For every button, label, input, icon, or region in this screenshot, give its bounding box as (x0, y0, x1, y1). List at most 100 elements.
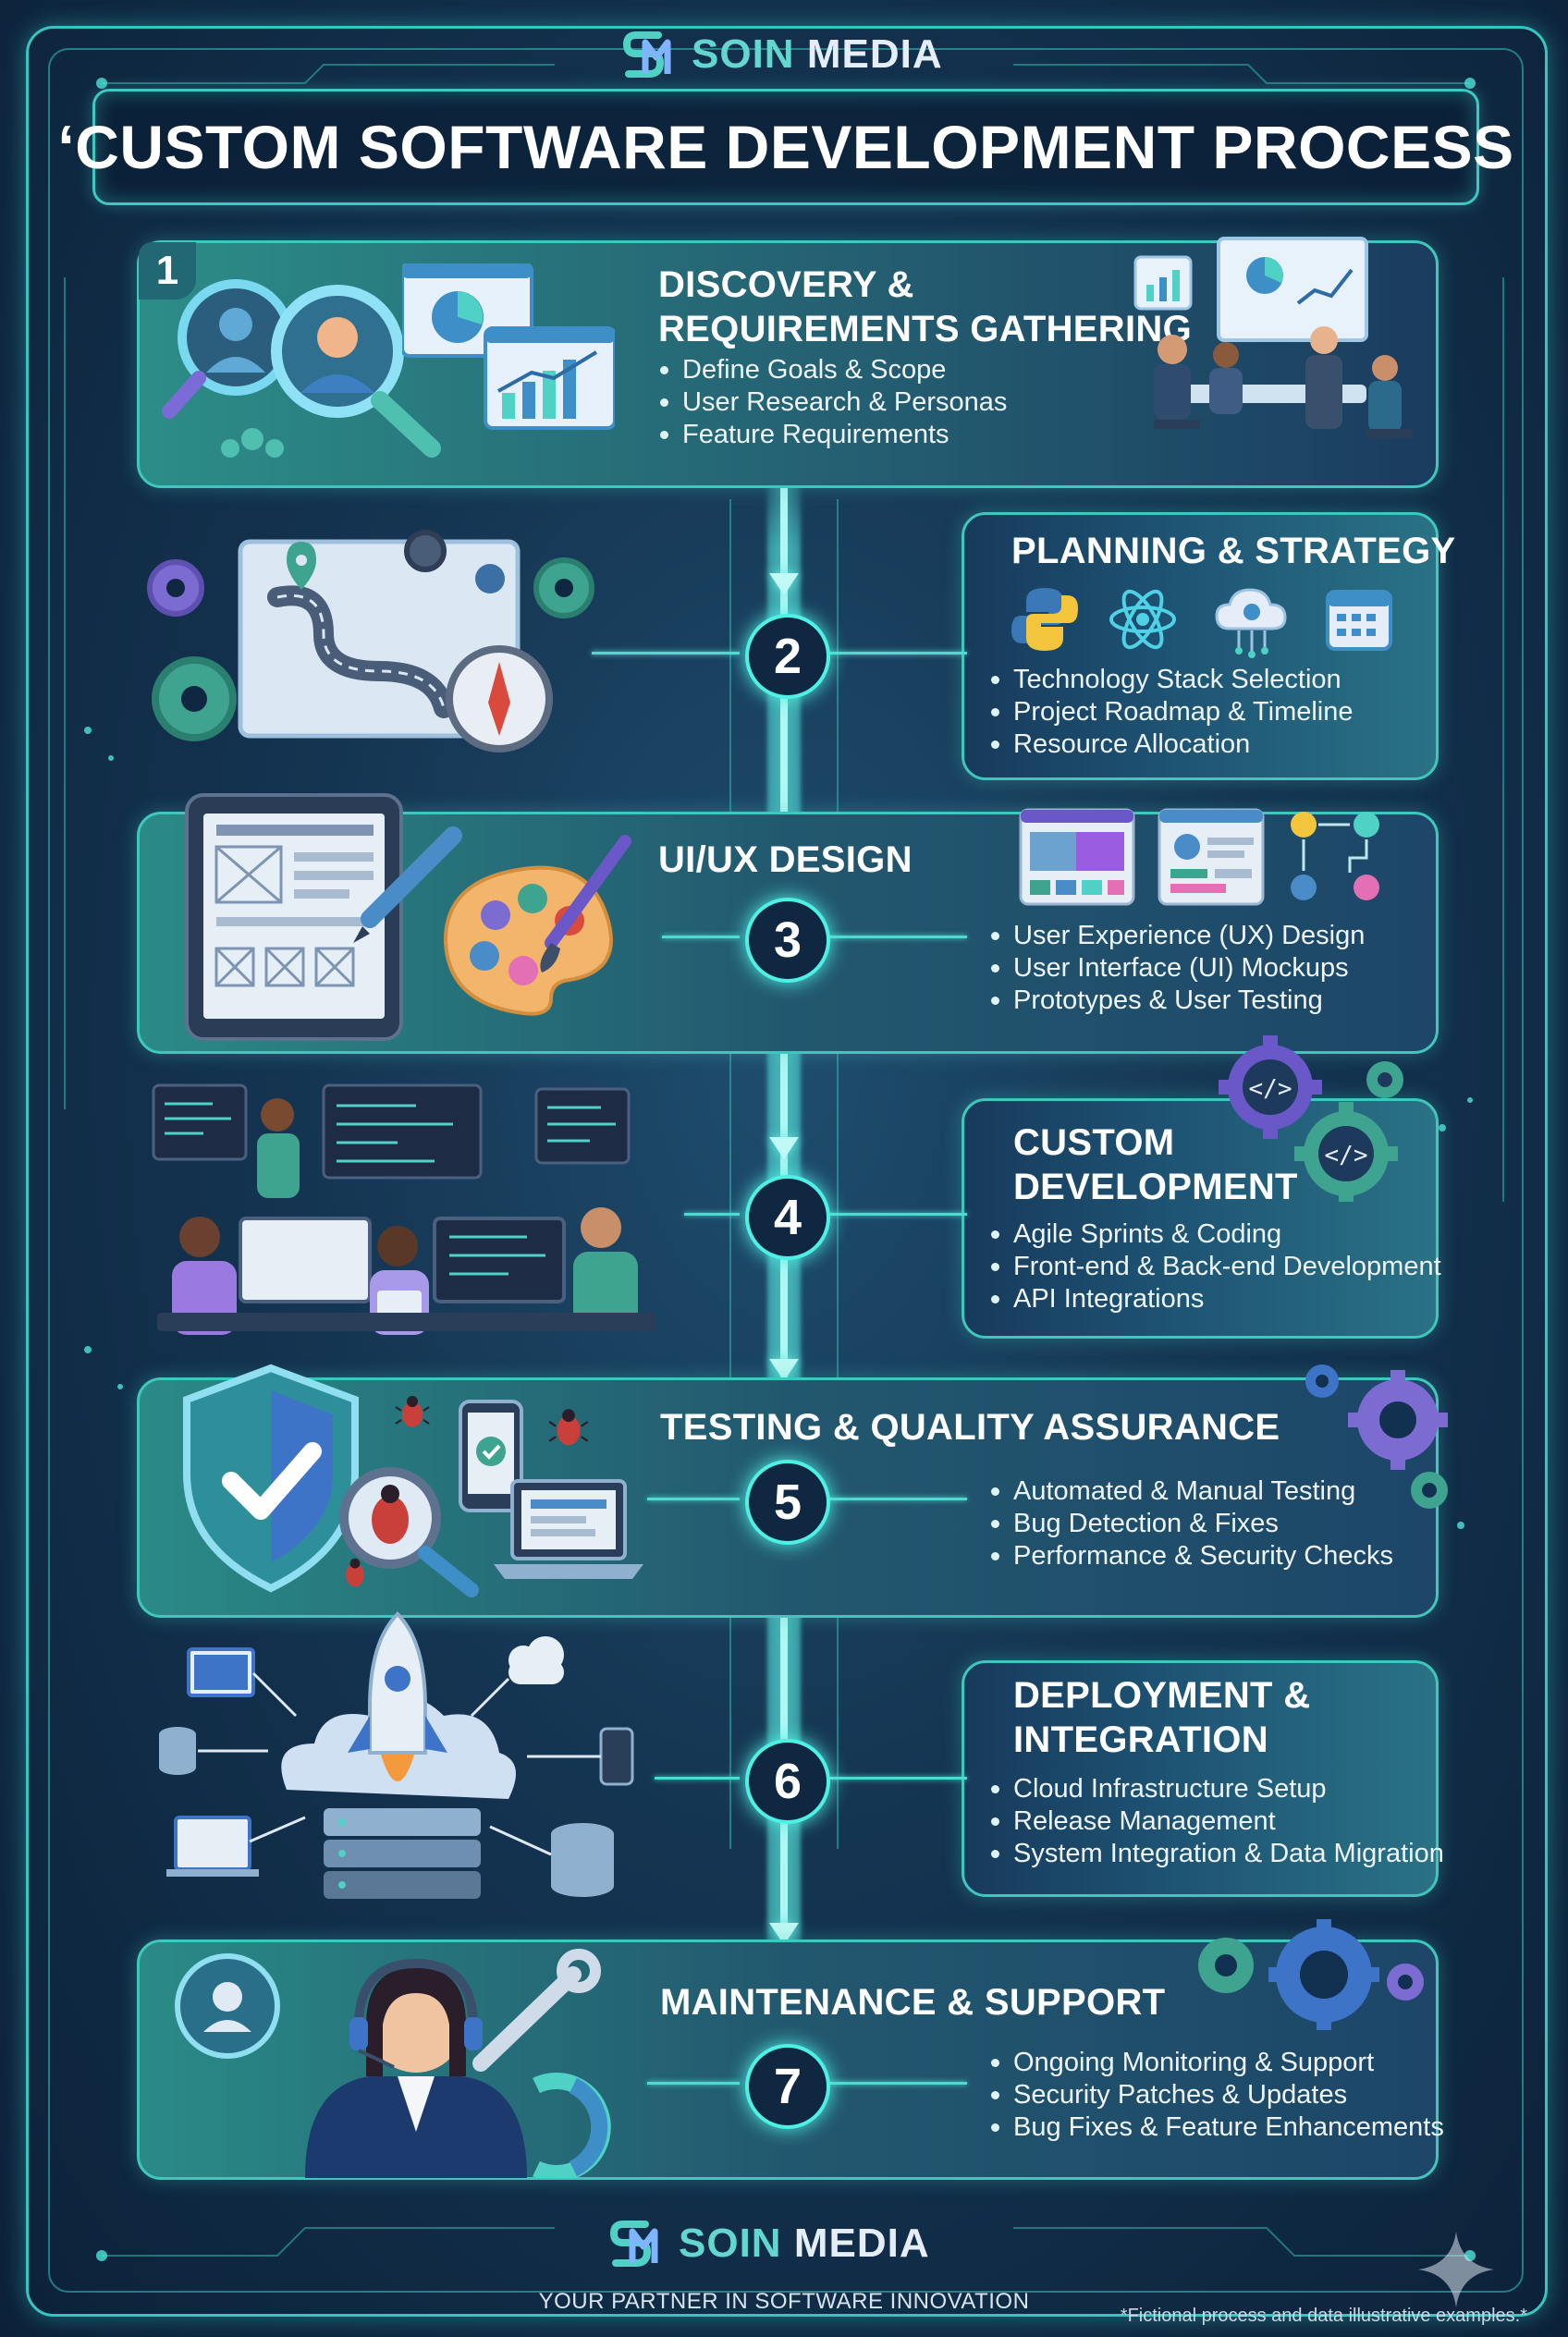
page-title: ‘CUSTOM SOFTWARE DEVELOPMENT PROCESS (57, 113, 1514, 181)
list-item: Security Patches & Updates (989, 2079, 1444, 2111)
ui-card-icon (1019, 808, 1135, 906)
step-2-heading: PLANNING & STRATEGY (1011, 531, 1456, 571)
brand-name-part1: SOIN (679, 2221, 782, 2266)
shield-check-icon (183, 1364, 359, 1593)
arrow-down-icon (769, 1137, 799, 1159)
step-3-bullets: User Experience (UX) Design User Interfa… (989, 920, 1365, 1017)
react-icon (1109, 589, 1176, 650)
connector-line (662, 936, 740, 938)
step-1-heading-line2: REQUIREMENTS GATHERING (658, 309, 1192, 349)
step-6-heading-line2: INTEGRATION (1013, 1719, 1268, 1760)
list-item: Prototypes & User Testing (989, 985, 1365, 1017)
list-item: Cloud Infrastructure Setup (989, 1773, 1444, 1805)
brand-name-part1: SOIN (692, 31, 795, 77)
wireframe-tablet-icon (185, 793, 403, 1041)
connector-line (828, 1213, 967, 1216)
list-item: System Integration & Data Migration (989, 1838, 1444, 1870)
flow-icon (1291, 812, 1379, 900)
support-agent-icon (175, 1949, 611, 2178)
gear-icon (1305, 1364, 1448, 1509)
list-item: User Experience (UX) Design (989, 920, 1365, 952)
list-item: Technology Stack Selection (989, 664, 1354, 696)
step-7-bullets: Ongoing Monitoring & Support Security Pa… (989, 2047, 1444, 2144)
step-6-number: 6 (745, 1739, 830, 1824)
logo-icon (622, 31, 671, 78)
footer-brand-name: SOIN MEDIA (679, 2221, 930, 2267)
step-2-number: 2 (745, 614, 830, 699)
tagline: YOUR PARTNER IN SOFTWARE INNOVATION (538, 2289, 1030, 2314)
brand-name-part2: MEDIA (793, 2221, 930, 2266)
list-item: Define Goals & Scope (658, 354, 1007, 386)
laptop-icon (494, 1479, 643, 1579)
step-4-bullets: Agile Sprints & Coding Front-end & Back-… (989, 1218, 1441, 1315)
step-3-number: 3 (745, 898, 830, 983)
gear-icon (1198, 1919, 1424, 2030)
connector-line (828, 936, 967, 938)
step-6-card (962, 1660, 1439, 1897)
phone-check-icon (459, 1400, 523, 1512)
bug-icon (395, 1396, 430, 1427)
inner-frame (48, 48, 1524, 2293)
connector-line (647, 2082, 740, 2085)
sparkle-icon (1418, 2232, 1494, 2307)
list-item: Agile Sprints & Coding (989, 1218, 1441, 1251)
developers-icon (152, 1083, 656, 1335)
step-7-heading: MAINTENANCE & SUPPORT (660, 1982, 1166, 2023)
step-1-number: 1 (139, 242, 196, 300)
magnifier-user-icon (162, 279, 441, 458)
title-box: ‘CUSTOM SOFTWARE DEVELOPMENT PROCESS (57, 89, 1513, 205)
logo-icon (609, 2221, 658, 2267)
svg-text:</>: </> (1249, 1075, 1292, 1103)
brand-name-part2: MEDIA (806, 31, 943, 77)
list-item: Feature Requirements (658, 419, 1007, 451)
palette-icon (443, 835, 631, 1016)
list-item: Ongoing Monitoring & Support (989, 2047, 1444, 2079)
python-icon (1011, 588, 1078, 651)
step-5-number: 5 (745, 1460, 830, 1545)
pencil-icon (353, 826, 462, 943)
list-item: Performance & Security Checks (989, 1540, 1393, 1572)
code-gear-icon: </> </> (1219, 1035, 1403, 1202)
step-3-heading: UI/UX DESIGN (658, 839, 913, 880)
svg-text:</>: </> (1325, 1142, 1368, 1169)
footnote: *Fictional process and data illustrative… (1120, 2306, 1527, 2326)
connector-line (828, 652, 967, 655)
calendar-icon (1326, 590, 1392, 651)
step-5-heading: TESTING & QUALITY ASSURANCE (660, 1407, 1280, 1448)
step-1-bullets: Define Goals & Scope User Research & Per… (658, 354, 1007, 451)
list-item: User Interface (UI) Mockups (989, 952, 1365, 985)
chart-window-icon (402, 263, 615, 430)
list-item: Resource Allocation (989, 728, 1354, 761)
list-item: Automated & Manual Testing (989, 1475, 1393, 1508)
header-brand: SOIN MEDIA (618, 24, 943, 85)
step-2-bullets: Technology Stack Selection Project Roadm… (989, 664, 1354, 761)
cloud-icon (1215, 588, 1287, 658)
step-4-number: 4 (745, 1175, 830, 1260)
step-4-heading-line1: CUSTOM (1013, 1122, 1175, 1163)
list-item: Front-end & Back-end Development (989, 1251, 1441, 1283)
step-1-heading: DISCOVERY & REQUIREMENTS GATHERING (658, 263, 1192, 351)
list-item: Release Management (989, 1805, 1444, 1838)
ui-card-icon (1158, 808, 1265, 906)
connector-line (684, 1213, 740, 1216)
step-7-number: 7 (745, 2044, 830, 2129)
connector-line (655, 1777, 740, 1780)
connector-line (828, 2082, 967, 2085)
connector-line (647, 1498, 740, 1500)
roadmap-map-icon (147, 530, 594, 752)
list-item: Bug Detection & Fixes (989, 1508, 1393, 1540)
list-item: Project Roadmap & Timeline (989, 696, 1354, 728)
list-item: User Research & Personas (658, 386, 1007, 419)
list-item: API Integrations (989, 1283, 1441, 1315)
bug-icon (346, 1558, 364, 1587)
footer-brand: SOIN MEDIA (605, 2213, 930, 2274)
bug-icon (339, 1467, 479, 1597)
step-4-heading: CUSTOM DEVELOPMENT (1013, 1120, 1298, 1209)
list-item: Bug Fixes & Feature Enhancements (989, 2111, 1444, 2144)
rocket-cloud-icon (159, 1611, 634, 1899)
step-6-heading: DEPLOYMENT & INTEGRATION (1013, 1673, 1310, 1762)
connector-line (828, 1777, 967, 1780)
connector-line (592, 652, 740, 655)
